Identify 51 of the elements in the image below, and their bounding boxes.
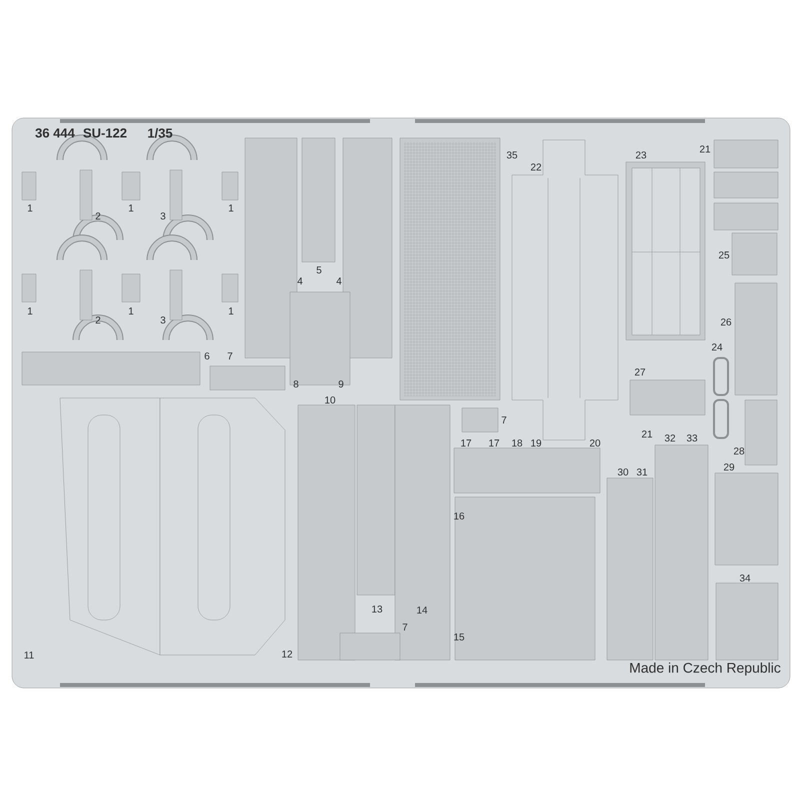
part-number: 2 [96, 212, 100, 220]
part-number: 30 [618, 468, 628, 476]
part-number: 1 [229, 308, 234, 314]
part-number: 21 [642, 430, 652, 438]
part-number: 26 [720, 318, 732, 326]
part-number: 21 [700, 146, 710, 152]
part-number: 3 [160, 212, 166, 220]
part-number: 17 [461, 440, 472, 446]
set-number: 36 444 [35, 128, 75, 138]
part-number: 1 [28, 204, 32, 212]
part-number: 1 [229, 204, 234, 212]
part-number: 34 [740, 574, 750, 582]
part-number: 6 [204, 352, 210, 360]
part-number: 10 [325, 396, 336, 404]
part-number: 5 [316, 266, 322, 274]
part-number: 16 [454, 512, 464, 520]
part-number: 8 [294, 380, 298, 388]
part-number: 1 [129, 204, 134, 212]
part-number: 11 [24, 652, 34, 658]
part-number: 35 [506, 151, 518, 159]
origin-note: Made in Czech Republic [630, 662, 780, 676]
part-number: 25 [718, 251, 730, 259]
part-number: 4 [297, 278, 302, 284]
part-number: 29 [724, 463, 734, 471]
scale-label: 1/35 [148, 128, 172, 138]
part-number: 13 [372, 605, 382, 613]
part-number: 4 [336, 278, 342, 284]
part-number: 24 [712, 344, 722, 350]
part-number: 1 [129, 308, 134, 314]
part-number: 15 [454, 634, 464, 640]
part-number: 18 [512, 439, 522, 447]
part-number: 32 [664, 434, 676, 442]
model-name: SU-122 [83, 128, 127, 138]
part-number: 20 [590, 439, 600, 447]
part-number: 12 [282, 650, 292, 658]
part-number: 3 [160, 316, 166, 324]
part-number: 17 [489, 440, 500, 446]
part-number: 9 [338, 380, 344, 388]
part-number: 2 [96, 316, 100, 324]
part-number: 33 [686, 434, 698, 442]
part-number: 27 [634, 368, 646, 376]
part-number: 31 [636, 468, 648, 476]
part-number: 7 [502, 416, 506, 424]
part-number: 23 [636, 151, 646, 159]
part-number: 28 [734, 447, 744, 455]
part-number: 19 [531, 439, 542, 447]
part-number: 7 [228, 352, 232, 360]
part-number: 1 [28, 308, 32, 314]
part-number: 7 [402, 624, 408, 630]
part-number: 14 [417, 606, 428, 614]
part-number: 22 [530, 164, 542, 170]
